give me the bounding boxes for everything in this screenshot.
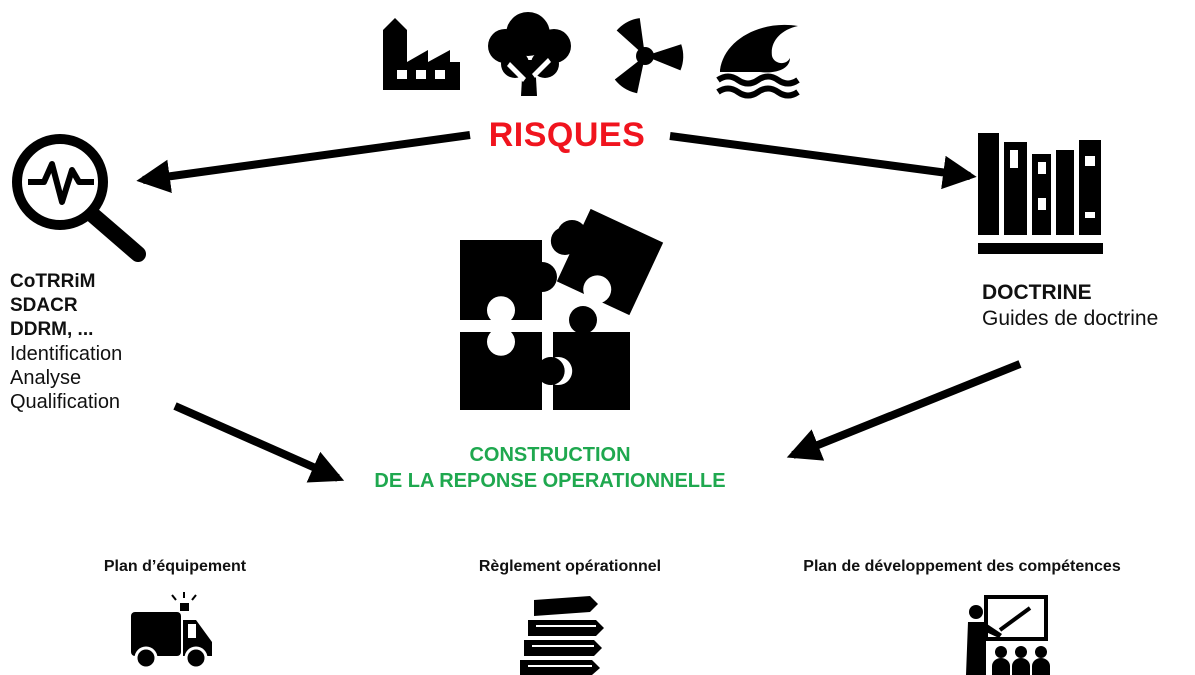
arrow-analysis-to-construction (173, 402, 345, 483)
ambulance-icon (131, 592, 212, 670)
book-stack-icon (520, 596, 604, 675)
construction-line-2: DE LA REPONSE OPERATIONNELLE (374, 470, 726, 492)
factory-icon (383, 18, 460, 90)
bookshelf-icon (978, 133, 1103, 254)
doctrine-block: DOCTRINE Guides de doctrine (982, 280, 1158, 332)
risk-doc-cotrrim: CoTRRiM (10, 271, 96, 292)
arrow-risques-to-analysis (136, 131, 471, 193)
doctrine-subtitle: Guides de doctrine (982, 307, 1159, 330)
risk-doc-sdacr: SDACR (10, 295, 78, 316)
doctrine-title: DOCTRINE (982, 281, 1092, 304)
construction-title: CONSTRUCTION DE LA REPONSE OPERATIONNELL… (335, 442, 765, 494)
plan-developpement-label: Plan de développement des compétences (803, 558, 1121, 575)
arrow-risques-to-doctrine (669, 132, 977, 190)
radiation-icon (614, 18, 684, 94)
magnifier-pulse-icon (12, 134, 146, 262)
risk-doc-ddrm: DDRM, ... (10, 319, 94, 340)
plan-equipement-label: Plan d’équipement (103, 558, 247, 575)
arrow-doctrine-to-construction (786, 360, 1022, 461)
wave-icon (716, 24, 800, 99)
step-analyse: Analyse (10, 367, 82, 389)
reglement-operationnel-label: Règlement opérationnel (478, 558, 662, 575)
teacher-board-icon (966, 595, 1050, 675)
tree-icon (488, 12, 571, 96)
puzzle-icon (460, 208, 664, 410)
step-identification: Identification (10, 343, 123, 365)
construction-line-1: CONSTRUCTION (469, 444, 631, 466)
risques-label: RISQUES (488, 116, 646, 154)
risk-analysis-block: CoTRRiM SDACR DDRM, ... Identification A… (10, 270, 122, 414)
step-qualification: Qualification (10, 391, 121, 413)
